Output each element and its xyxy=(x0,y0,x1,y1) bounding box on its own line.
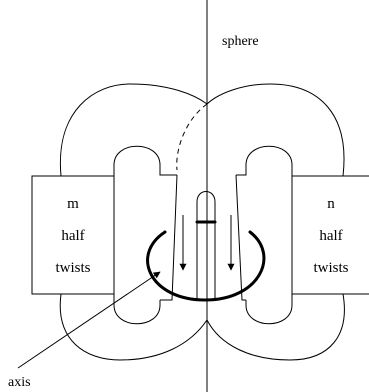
right-outer-top-arc xyxy=(206,83,345,177)
left-outer-bottom-arc xyxy=(59,293,208,361)
right-inner-bottom-loop xyxy=(245,294,293,325)
right-box-label-line1: n xyxy=(327,196,335,212)
right-inner-top-loop xyxy=(236,145,293,176)
dashed-strand xyxy=(176,103,208,171)
axis-curve xyxy=(146,230,266,302)
sphere-label: sphere xyxy=(222,34,259,49)
left-box-label-line1: m xyxy=(67,196,79,212)
axis-label: axis xyxy=(8,375,31,390)
left-outer-top-arc xyxy=(59,83,208,177)
left-twist-box xyxy=(31,175,115,295)
right-box-label-line3: twists xyxy=(313,260,348,276)
right-outer-bottom-arc xyxy=(206,293,345,361)
axis-pointer-arrow xyxy=(17,271,161,369)
left-inner-bottom-loop xyxy=(113,294,161,325)
left-box-label-line2: half xyxy=(61,228,84,244)
central-band-left-edge xyxy=(160,174,178,301)
right-box-label-line2: half xyxy=(319,228,342,244)
left-box-label-line3: twists xyxy=(55,260,90,276)
left-inner-top-loop xyxy=(113,145,177,176)
center-u-strand xyxy=(196,191,216,300)
central-band-right-edge xyxy=(235,174,246,301)
right-twist-box xyxy=(291,175,369,295)
